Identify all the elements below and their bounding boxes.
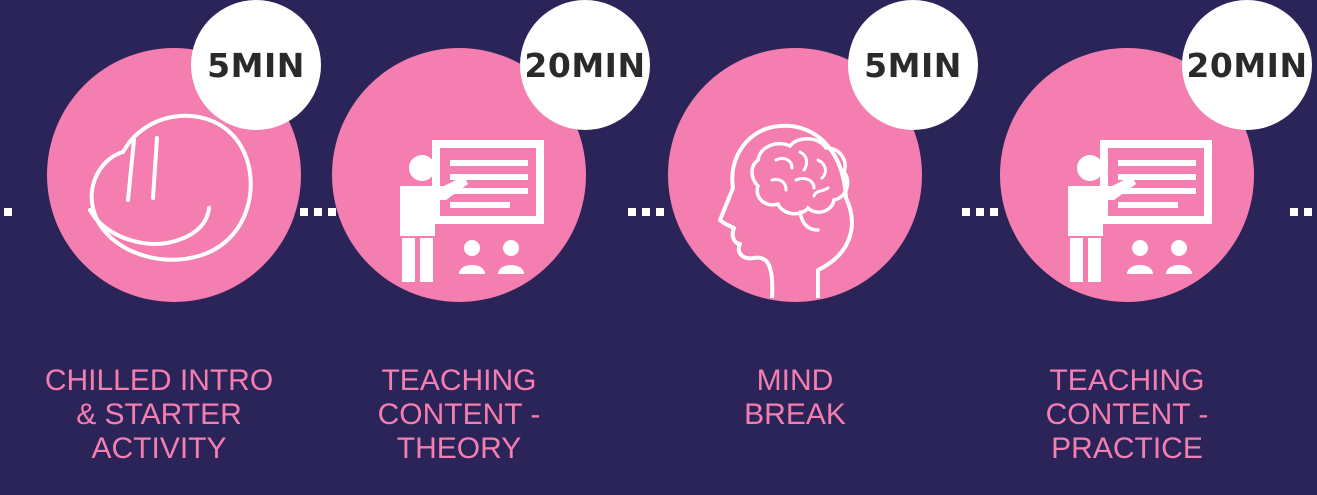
step-3: 5MIN MIND BREAK bbox=[668, 0, 998, 495]
duration-badge: 5MIN bbox=[848, 0, 978, 130]
duration-badge: 20MIN bbox=[520, 0, 650, 130]
head-brain-icon bbox=[718, 123, 854, 299]
duration-badge: 20MIN bbox=[1182, 0, 1312, 130]
connector-end bbox=[1290, 208, 1317, 218]
connector-start bbox=[0, 208, 30, 218]
step-4: 20MIN TEACHING CONTENT - PRACTICE bbox=[1000, 0, 1317, 495]
connector-2-3 bbox=[628, 208, 678, 218]
teacher-board-icon bbox=[1068, 140, 1212, 282]
step-label: MIND BREAK bbox=[744, 364, 846, 431]
step-label: TEACHING CONTENT - THEORY bbox=[377, 364, 541, 465]
step-label: CHILLED INTRO & STARTER ACTIVITY bbox=[44, 364, 274, 465]
connector-3-4 bbox=[962, 208, 1012, 218]
teacher-board-icon bbox=[400, 140, 544, 282]
connector-1-2 bbox=[300, 208, 350, 218]
duration-badge: 5MIN bbox=[191, 0, 321, 130]
step-label: TEACHING CONTENT - PRACTICE bbox=[1045, 364, 1209, 465]
step-1: 5MIN CHILLED INTRO & STARTER ACTIVITY bbox=[0, 0, 330, 495]
smiley-face-icon bbox=[88, 113, 253, 262]
step-2: 20MIN TEACHING CONTENT - THEORY bbox=[332, 0, 662, 495]
